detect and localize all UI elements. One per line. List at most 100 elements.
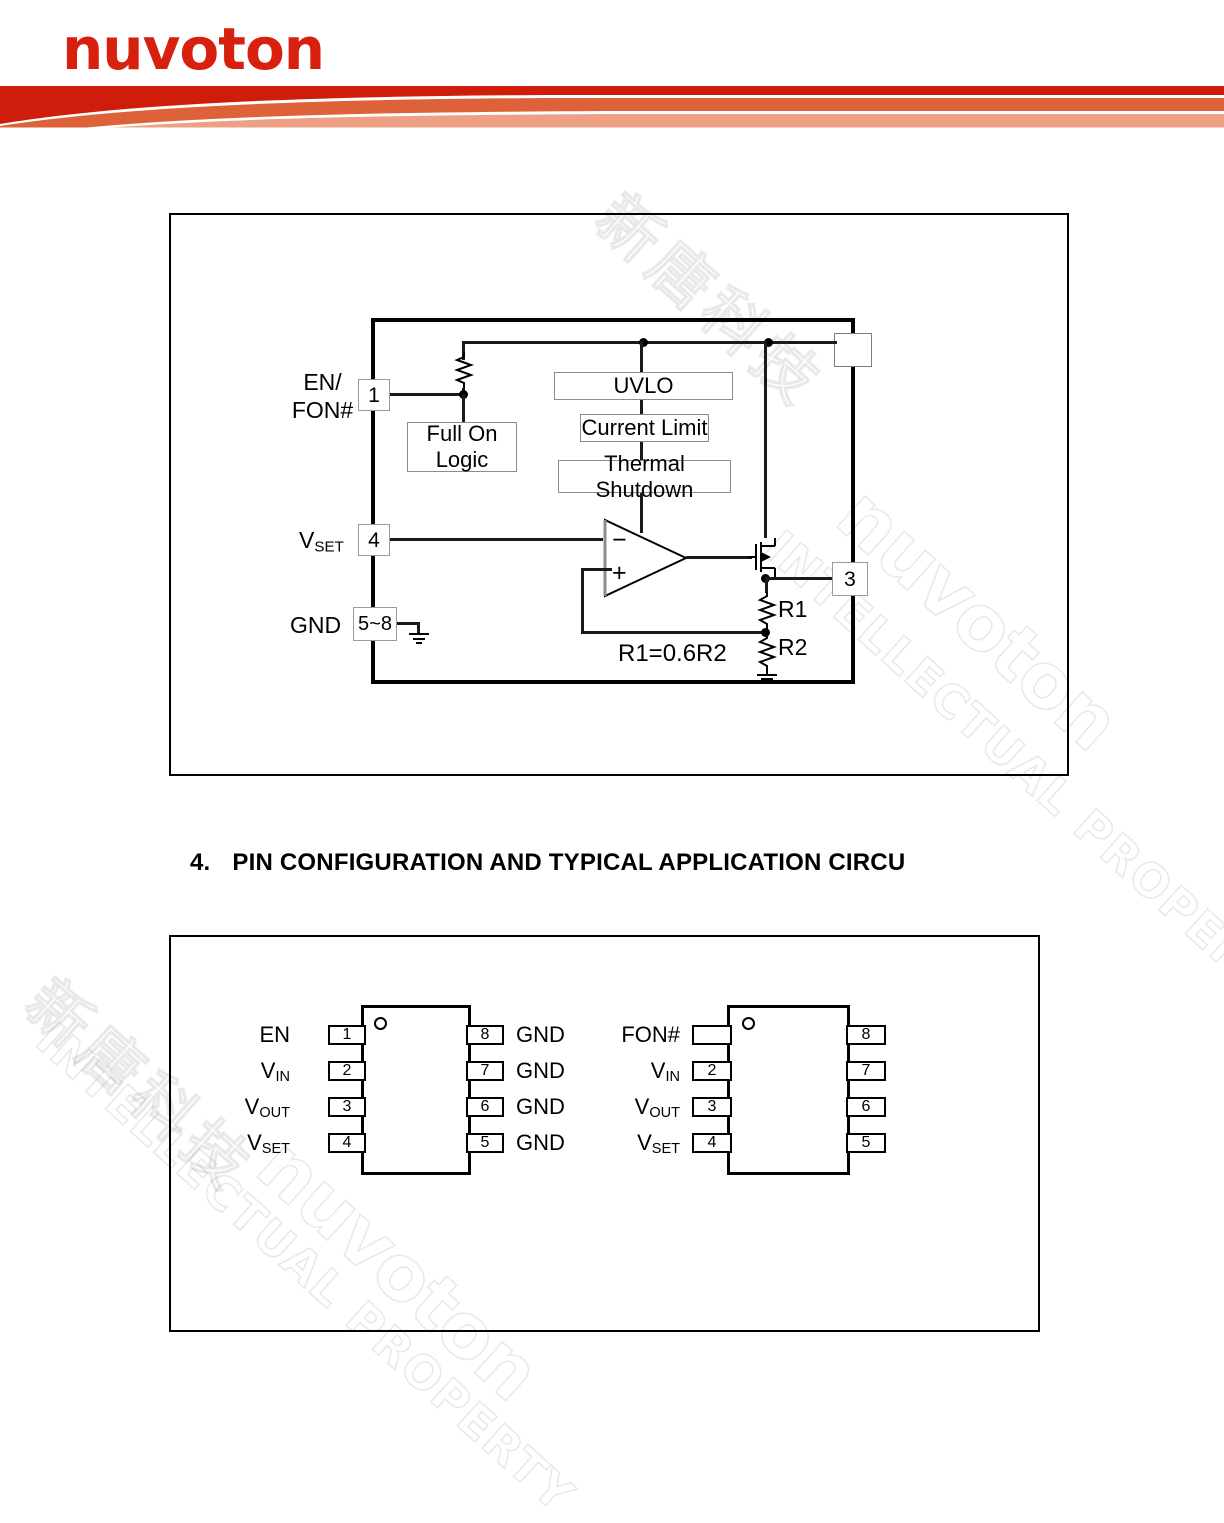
package-left-label-en-main: EN [259, 1022, 290, 1047]
wire-vin-to-resistor [462, 341, 465, 360]
wire-opamp-plus-horiz [581, 568, 612, 571]
pin-label-en-fon-line2: FON# [291, 396, 354, 423]
package-left-body [361, 1005, 471, 1175]
pin-box-1: 1 [358, 379, 390, 411]
block-uvlo-label: UVLO [613, 373, 674, 399]
package-right-pin-1 [692, 1025, 732, 1045]
block-full-on-logic-line2: Logic [435, 447, 489, 472]
package-right-pin-2: 2 [692, 1061, 732, 1081]
package-left-label-en: EN [230, 1024, 290, 1046]
package-right-label-vout: VOUT [585, 1096, 680, 1121]
package-left-pin-1: 1 [328, 1025, 366, 1045]
package-right-pin-8: 8 [846, 1025, 886, 1045]
wire-current-limit-to-thermal [640, 442, 643, 460]
wire-uvlo-to-current-limit [640, 400, 643, 414]
pin-label-vset-sub: SET [314, 538, 344, 556]
package-left-pin-4: 4 [328, 1133, 366, 1153]
package-left-label-gnd-7: GND [516, 1058, 565, 1083]
block-current-limit: Current Limit [580, 414, 709, 442]
block-full-on-logic: Full On Logic [407, 421, 517, 472]
pin-configuration-frame [169, 935, 1040, 1332]
package-right-pin-7: 7 [846, 1061, 886, 1081]
wire-vin-rail [462, 341, 837, 344]
package-left-label-vset-main: V [247, 1130, 262, 1155]
package-right-label-vin-sub: IN [665, 1069, 680, 1086]
resistor-relation-label: R1=0.6R2 [618, 640, 727, 667]
wire-mosfet-drain-to-vin [764, 341, 767, 538]
wire-opamp-plus-vert [581, 568, 584, 634]
package-left-pin-3: 3 [328, 1097, 366, 1117]
block-diagram-frame [169, 213, 1069, 776]
package-right-label-fon-main: FON# [621, 1022, 680, 1047]
section-title: PIN CONFIGURATION AND TYPICAL APPLICATIO… [232, 849, 906, 876]
package-right-label-vout-main: V [634, 1094, 650, 1119]
package-right-label-vout-sub: OUT [649, 1105, 680, 1122]
resistor-r2 [757, 634, 777, 674]
pin-box-5-8: 5~8 [353, 607, 397, 641]
block-uvlo: UVLO [554, 372, 733, 400]
package-left-label-vset: VSET [215, 1132, 290, 1157]
opamp-symbol [603, 518, 689, 598]
package-left-label-vin-sub: IN [275, 1069, 290, 1086]
die-border-bottom [371, 680, 855, 684]
pin-label-vset-main: V [299, 527, 315, 553]
package-left-label-gnd-5: GND [516, 1130, 565, 1155]
node-vin-mosfet [764, 338, 773, 347]
page-header: nuvoton [0, 0, 1224, 130]
pin-label-en-fon: EN/ FON# [290, 369, 355, 424]
wire-feedback-to-divider [581, 631, 769, 634]
package-right-pin-3: 3 [692, 1097, 732, 1117]
package-right-label-vin-main: V [650, 1058, 666, 1083]
package-right-body [727, 1005, 850, 1175]
wire-thermal-to-opamp [640, 493, 643, 533]
block-thermal-shutdown: Thermal Shutdown [558, 451, 731, 502]
wire-vout-to-r1 [765, 578, 768, 593]
die-border-left [371, 318, 375, 684]
mosfet-symbol [748, 538, 776, 580]
package-left-pin-2: 2 [328, 1061, 366, 1081]
opamp-minus-label: − [612, 526, 627, 554]
resistor-pullup [454, 352, 474, 390]
wire-node1-to-logic [462, 394, 465, 422]
ground-symbol-pin [409, 632, 429, 644]
package-left-label-vout-main: V [244, 1094, 260, 1119]
wire-vout-to-pin3 [765, 577, 832, 580]
package-right-pin1-marker [742, 1017, 755, 1030]
package-left-label-vout: VOUT [215, 1096, 290, 1121]
pin-label-en-fon-line1: EN/ [303, 369, 342, 395]
node-divider-mid [761, 628, 770, 637]
block-thermal-shutdown-label: Thermal Shutdown [595, 450, 694, 502]
package-right-label-fon: FON# [600, 1024, 680, 1046]
ground-symbol-divider [757, 672, 777, 684]
opamp-plus-label: + [612, 559, 627, 587]
package-left-label-gnd-6: GND [516, 1094, 565, 1119]
package-left-label-vout-sub: OUT [259, 1105, 290, 1122]
wire-pin1-to-node [390, 393, 464, 396]
wire-vin-to-uvlo [640, 341, 643, 372]
pin-label-gnd: GND [290, 612, 342, 638]
wire-gnd-to-ground [397, 622, 419, 625]
resistor-r1-label: R1 [778, 596, 808, 622]
package-left-pin-7: 7 [466, 1061, 504, 1081]
resistor-r1 [757, 592, 777, 632]
logo-wordmark: nuvoton [62, 15, 325, 83]
wire-opamp-out [686, 556, 752, 559]
package-left-pin1-marker [374, 1017, 387, 1030]
node-vin-uvlo [639, 338, 648, 347]
pin-label-vset: VSET [299, 527, 344, 557]
block-full-on-logic-line1: Full On [426, 421, 498, 447]
package-left-pin-5: 5 [466, 1133, 504, 1153]
package-right-pin-4: 4 [692, 1133, 732, 1153]
pin-box-4: 4 [358, 524, 390, 556]
section-number: 4. [190, 849, 211, 876]
package-left-label-vset-sub: SET [261, 1141, 290, 1158]
package-right-label-vin: VIN [600, 1060, 680, 1085]
block-current-limit-label: Current Limit [581, 415, 708, 441]
package-left-pin-6: 6 [466, 1097, 504, 1117]
die-border-right [851, 318, 855, 684]
section-heading: 4. PIN CONFIGURATION AND TYPICAL APPLICAT… [190, 849, 905, 877]
package-right-label-vset: VSET [585, 1132, 680, 1157]
resistor-r2-label: R2 [778, 634, 808, 660]
package-left-pin-8: 8 [466, 1025, 504, 1045]
package-left-label-vin-main: V [260, 1058, 276, 1083]
